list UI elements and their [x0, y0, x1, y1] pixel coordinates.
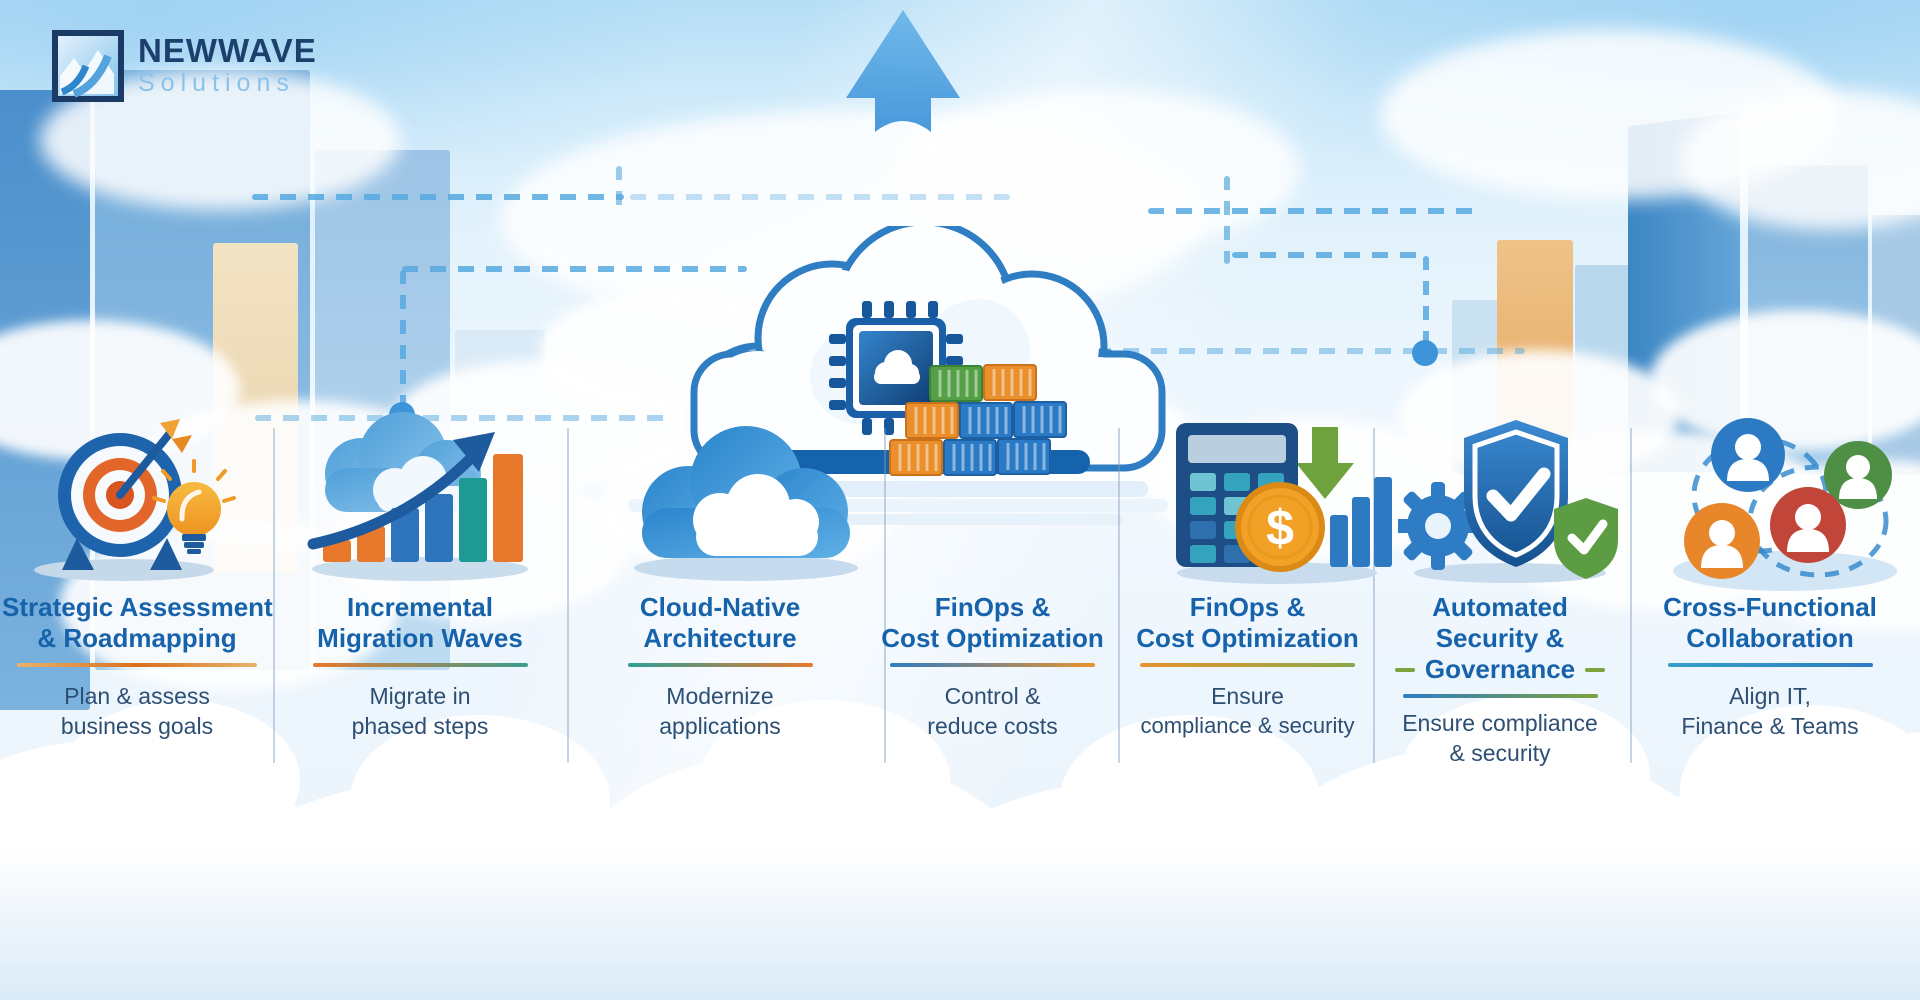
title-underline [1402, 694, 1598, 698]
cloud [1650, 310, 1920, 450]
containers-icon [889, 364, 1067, 476]
column-subtitle: business goals [60, 713, 214, 739]
dashed-line [616, 166, 622, 210]
column-title: FinOps & [1189, 592, 1306, 622]
calculator-dollar-coin-icon: $ [1176, 423, 1392, 584]
column-divider [1373, 428, 1375, 763]
brand-tagline: Solutions [138, 69, 295, 97]
dashed-line [1423, 256, 1429, 350]
column-finops-1: FinOps & Cost Optimization Control & red… [880, 592, 1105, 741]
column-title: Architecture [643, 623, 797, 653]
up-arrow-icon [846, 10, 960, 132]
migration-bar-chart-icon [307, 412, 528, 581]
avatar [1711, 418, 1785, 492]
column-divider [273, 428, 275, 763]
dashed-line [1224, 176, 1230, 264]
column-finops-2: FinOps & Cost Optimization Ensure compli… [1125, 592, 1370, 741]
column-title: Automated [1432, 592, 1568, 622]
column-title: Cloud-Native [639, 592, 801, 622]
column-subtitle: applications [659, 713, 781, 739]
team-network-icon [1673, 418, 1897, 591]
column-subtitle: Control & [944, 683, 1041, 709]
column-divider [1118, 428, 1120, 763]
column-title: Cross-Functional [1663, 592, 1877, 622]
column-title: Strategic Assessment [2, 592, 273, 622]
dashed-line [255, 415, 670, 421]
column-subtitle: reduce costs [927, 713, 1058, 739]
dashed-line [1232, 252, 1428, 258]
avatar [1770, 487, 1846, 563]
column-title: Governance [1424, 654, 1576, 684]
title-underline [627, 663, 813, 667]
brand-name: NEWWAVE [138, 32, 317, 69]
target-lightbulb-icon [34, 419, 236, 581]
dashed-line [400, 270, 406, 412]
dashed-line [252, 194, 624, 200]
green-dash [1395, 667, 1415, 672]
column-incremental-migration: Incremental Migration Waves Migrate in p… [280, 592, 560, 741]
title-underline [312, 663, 528, 667]
column-collaboration: Cross-Functional Collaboration Align IT,… [1635, 592, 1905, 741]
shield-gear-icon [1398, 420, 1618, 583]
column-subtitle: Migrate in [369, 683, 471, 709]
cloud [900, 90, 1300, 250]
bottom-haze [0, 850, 1920, 1000]
blue-cloud-icon [634, 426, 858, 581]
column-title: FinOps & [934, 592, 1051, 622]
dashed-line [1095, 348, 1525, 354]
column-subtitle: Modernize [666, 683, 774, 709]
column-title: Incremental [347, 592, 493, 622]
dashed-line [630, 194, 1010, 200]
column-subtitle: Ensure [1211, 683, 1284, 709]
dollar-glyph: $ [1266, 500, 1294, 556]
dashed-line [1148, 208, 1478, 214]
column-divider [567, 428, 569, 763]
dashed-line [402, 266, 747, 272]
column-subtitle: Plan & assess [64, 683, 210, 709]
column-title: Cost Optimization [1136, 623, 1359, 653]
avatar [1824, 441, 1892, 509]
column-subtitle: Finance & Teams [1681, 713, 1859, 739]
cloud [1680, 90, 1920, 230]
column-cloud-native: Cloud-Native Architecture Modernize appl… [560, 592, 880, 741]
title-underline [1667, 663, 1873, 667]
column-subtitle: compliance & security [1140, 713, 1355, 738]
column-subtitle: Align IT, [1729, 683, 1811, 709]
column-title: Security & [1435, 623, 1565, 653]
column-divider [1630, 428, 1632, 763]
green-dash [1585, 667, 1605, 672]
column-strategic-assessment: Strategic Assessment & Roadmapping Plan … [2, 592, 273, 741]
logo-wave-icon [52, 30, 124, 102]
chip-cloud-icon [829, 301, 963, 435]
column-title: Migration Waves [317, 623, 523, 653]
cloud-chip-containers-graphic [628, 226, 1168, 525]
column-title: Cost Optimization [881, 623, 1104, 653]
avatar [1684, 503, 1760, 579]
column-subtitle: phased steps [351, 713, 489, 739]
column-title: & Roadmapping [37, 623, 237, 653]
column-security-governance: Automated Security & Governance Ensure c… [1385, 592, 1615, 768]
logo: NEWWAVE Solutions [52, 30, 317, 102]
column-subtitle: Ensure compliance [1402, 710, 1598, 736]
connector-dot [1412, 340, 1438, 366]
column-title: Collaboration [1686, 623, 1854, 653]
column-divider [884, 428, 886, 763]
column-subtitle: & security [1449, 740, 1551, 766]
title-underline [17, 663, 257, 667]
title-underline [1140, 663, 1355, 667]
title-underline [890, 663, 1095, 667]
